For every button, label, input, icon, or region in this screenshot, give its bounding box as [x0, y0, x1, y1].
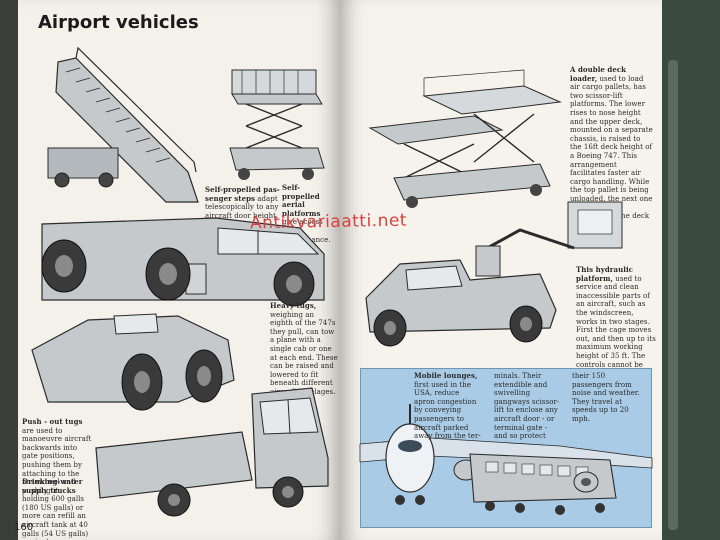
watermark-text: Antikvariaatti.net [249, 210, 408, 234]
caption-passenger-steps: Self-propelled pas-senger steps adapt te… [205, 185, 280, 220]
page-number: 160 [14, 522, 34, 533]
passenger-steps-illustration [47, 46, 199, 203]
caption-deck-loader: A double deck loader, used to load air c… [570, 65, 653, 228]
caption-push-out-tugs: Push - out tugs are used to manoeuvre ai… [22, 417, 92, 495]
aerial-platform-illustration [229, 69, 325, 180]
push-out-tug-illustration [31, 313, 235, 411]
mobile-lounge-illustration [359, 404, 653, 515]
cover-strip [668, 60, 678, 530]
book-cover-edge [662, 0, 720, 540]
page-title: Airport vehicles [38, 12, 199, 33]
heavy-tug-illustration [41, 217, 325, 307]
hydraulic-platform-illustration [365, 201, 623, 347]
caption-mobile-lounges-col2: minals. Their extendible and swivelling … [494, 372, 560, 441]
caption-mobile-lounges-col3: their 150 passengers from noise and weat… [572, 372, 640, 423]
caption-heavy-tugs: Heavy tugs, weighing an eighth of the 74… [270, 301, 338, 396]
caption-mobile-lounges-col1: Mobile lounges, first used in the USA, r… [414, 371, 481, 441]
water-truck-illustration [95, 387, 329, 517]
deck-loader-illustration [368, 69, 562, 208]
caption-water-trucks: Drinking-water supply trucks holding 600… [22, 477, 89, 540]
